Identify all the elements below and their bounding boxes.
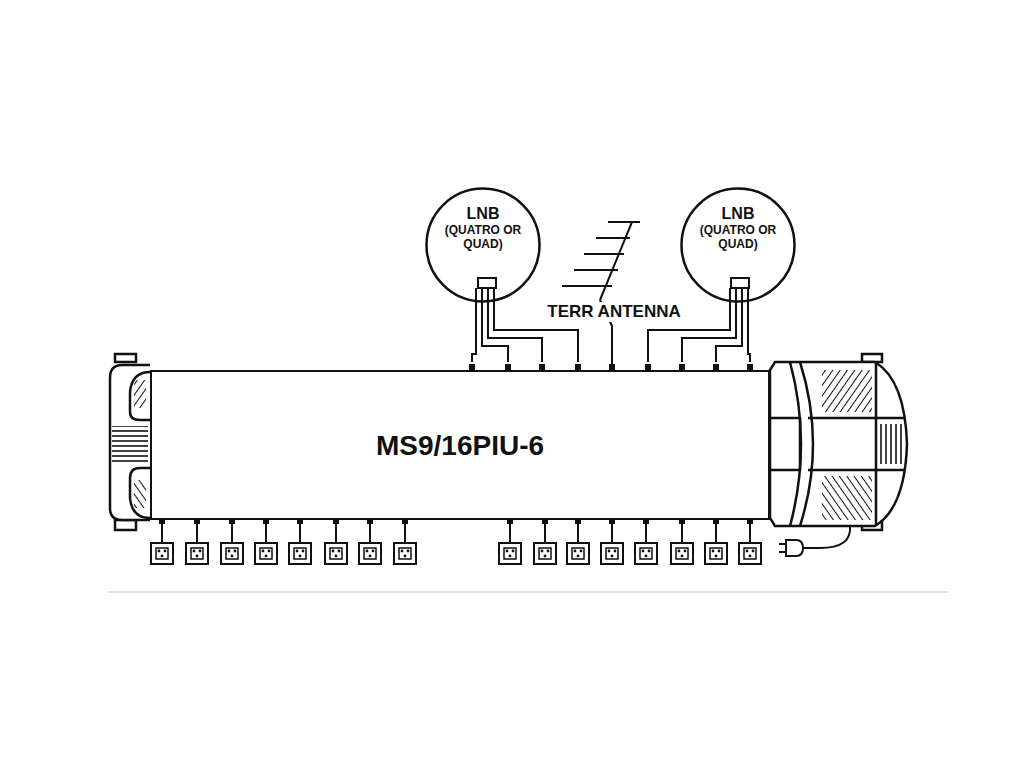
output-socket xyxy=(394,518,416,564)
lnb-label: LNB xyxy=(467,204,500,224)
coax-cable xyxy=(748,301,750,362)
output-socket xyxy=(499,518,521,564)
output-socket xyxy=(255,518,277,564)
terrestrial-antenna xyxy=(562,222,640,366)
coax-cable xyxy=(716,301,742,362)
output-socket xyxy=(359,518,381,564)
output-socket xyxy=(186,518,208,564)
output-socket xyxy=(567,518,589,564)
ports xyxy=(151,364,761,564)
coax-cable xyxy=(472,301,476,362)
output-socket xyxy=(325,518,347,564)
output-socket xyxy=(601,518,623,564)
model-name: MS9/16PIU-6 xyxy=(376,428,544,463)
lnb-circle: LNB(QUATRO OR QUAD) xyxy=(425,187,541,303)
antenna-label: TERR ANTENNA xyxy=(544,302,683,322)
output-socket xyxy=(635,518,657,564)
lnb-type: (QUATRO OR QUAD) xyxy=(695,224,781,252)
output-socket xyxy=(151,518,173,564)
lnb-label: LNB xyxy=(722,204,755,224)
coax-cable xyxy=(682,301,736,362)
output-socket xyxy=(289,518,311,564)
right-end-cap xyxy=(770,354,907,530)
output-socket xyxy=(739,518,761,564)
text-group: LNB(QUATRO OR QUAD) xyxy=(680,187,796,252)
power-plug xyxy=(779,526,850,556)
rule-line xyxy=(107,591,948,593)
output-socket xyxy=(221,518,243,564)
text-group: MS9/16PIU-6 xyxy=(376,428,544,463)
text-group: LNB(QUATRO OR QUAD) xyxy=(425,187,541,252)
multiswitch-body: MS9/16PIU-6 xyxy=(150,370,770,520)
output-socket xyxy=(671,518,693,564)
output-socket xyxy=(705,518,727,564)
lnb-circle: LNB(QUATRO OR QUAD) xyxy=(680,187,796,303)
left-end-cap xyxy=(110,354,150,530)
lnb-type: (QUATRO OR QUAD) xyxy=(440,224,526,252)
output-socket xyxy=(534,518,556,564)
coax-cable xyxy=(488,301,542,362)
